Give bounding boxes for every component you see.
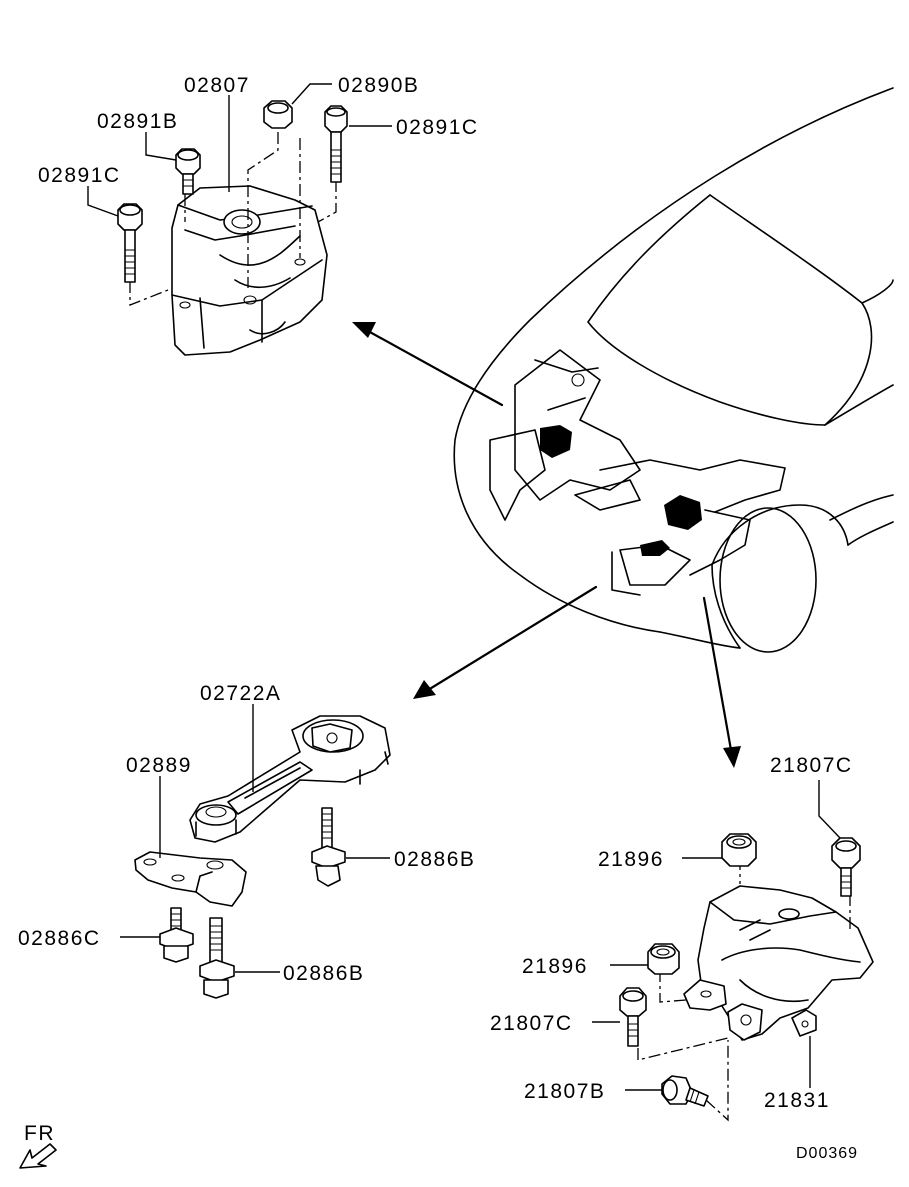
label-02807: 02807 [184,74,250,97]
callout-arrows [352,322,741,768]
torque-rod-assembly [134,715,391,999]
label-02891C-left: 02891C [38,164,121,187]
label-02886C: 02886C [18,927,101,950]
vehicle-outline [453,87,894,653]
label-02890B: 02890B [338,74,419,97]
fr-arrow-icon: FR [19,1122,57,1169]
label-21807C-lower: 21807C [490,1012,573,1035]
label-02891C-right: 02891C [396,116,479,139]
label-21807B: 21807B [524,1080,605,1103]
label-21807C-top: 21807C [770,754,853,777]
label-02886B-lower: 02886B [283,962,364,985]
label-02889: 02889 [126,754,192,777]
label-02891B: 02891B [97,110,178,133]
leader-lines-middle [120,704,390,973]
label-02886B-upper: 02886B [394,848,475,871]
upper-mount-assembly [117,100,348,356]
direction-label: FR [24,1122,55,1145]
label-21896-lower: 21896 [522,955,588,978]
diagram-id: D00369 [796,1145,858,1162]
leader-lines-right [592,780,841,1091]
part-labels: 02807 02890B 02891B 02891C 02891C 02722A… [18,74,858,1162]
leader-lines-top [87,83,392,217]
label-21831: 21831 [764,1089,830,1112]
lower-mount-assembly [619,833,874,1122]
label-21896-top: 21896 [598,848,664,871]
label-02722A: 02722A [200,682,281,705]
